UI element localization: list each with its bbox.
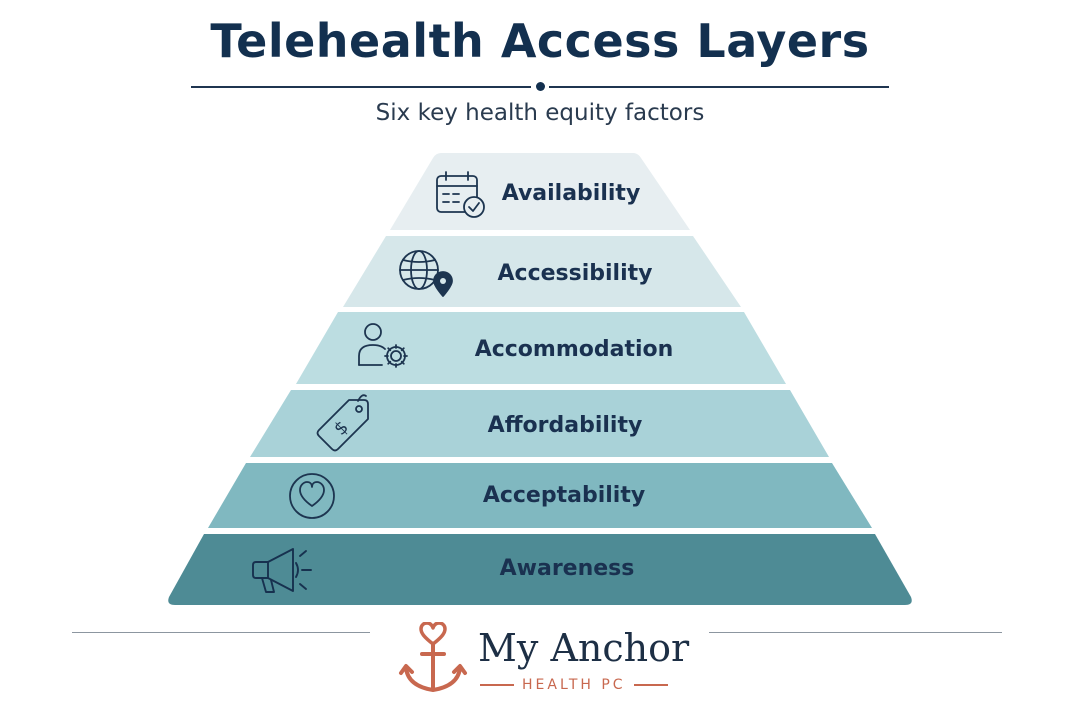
- layer-awareness-band: [168, 534, 912, 605]
- heart-circle-icon: [289, 473, 335, 519]
- layer-accommodation-label: Accommodation: [474, 337, 674, 362]
- layer-affordability-label: Affordability: [487, 413, 643, 438]
- layer-awareness-label: Awareness: [499, 556, 635, 581]
- title-divider-dot: [536, 82, 545, 91]
- footer-divider-right: [709, 632, 1002, 633]
- megaphone-icon: [252, 548, 312, 593]
- calendar-check-icon: [436, 171, 485, 218]
- brand-tagline: HEALTH PC: [480, 677, 680, 693]
- brand-tagline-text: HEALTH PC: [522, 677, 626, 693]
- page-title: Telehealth Access Layers: [210, 14, 870, 68]
- footer-divider-left: [72, 632, 370, 633]
- layer-acceptability-band: [208, 463, 872, 528]
- layer-availability-label: Availability: [501, 181, 641, 206]
- globe-location-icon: [399, 250, 453, 297]
- title-divider-left: [191, 86, 531, 88]
- layer-acceptability-label: Acceptability: [482, 483, 646, 508]
- person-gear-icon: [358, 323, 408, 368]
- page-subtitle: Six key health equity factors: [375, 100, 705, 126]
- brand-name: My Anchor: [478, 626, 690, 670]
- anchor-heart-icon: [399, 622, 467, 692]
- layer-accessibility-label: Accessibility: [497, 261, 653, 286]
- tagline-dash-right: [633, 684, 668, 686]
- title-divider-right: [549, 86, 889, 88]
- layer-accommodation-band: [296, 312, 786, 384]
- layer-affordability-band: [250, 390, 829, 457]
- tagline-dash-left: [480, 684, 514, 686]
